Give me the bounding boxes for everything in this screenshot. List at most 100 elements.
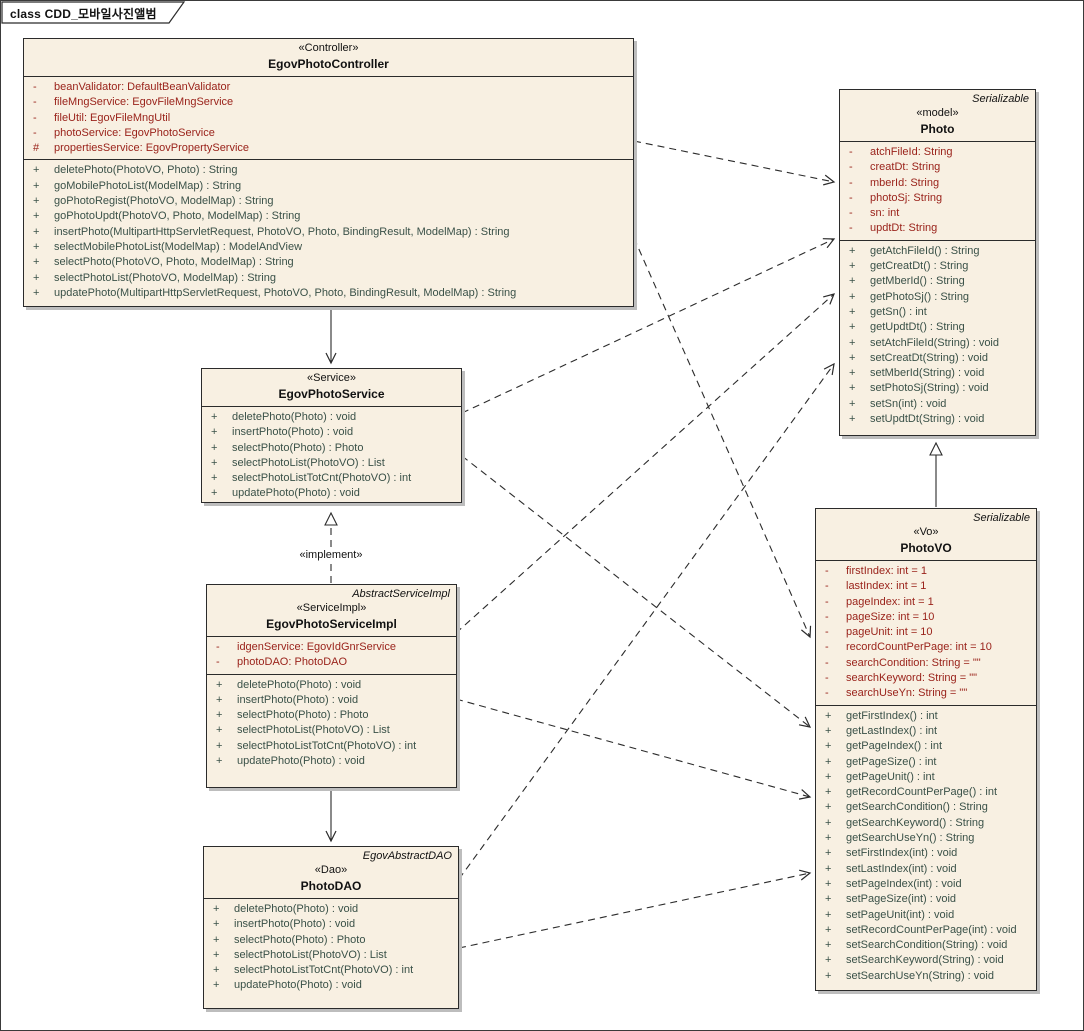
visibility-symbol: +	[825, 832, 832, 845]
class-attributes-compartment: -beanValidator: DefaultBeanValidator-fil…	[24, 77, 633, 161]
member-text: goMobilePhotoList(ModelMap) : String	[54, 179, 242, 192]
class-stereotype: «model»	[916, 107, 959, 119]
method-row: +getSearchUseYn() : String	[816, 831, 1036, 846]
class-box-EgovPhotoServiceImpl[interactable]: AbstractServiceImpl«ServiceImpl»EgovPhot…	[206, 584, 457, 788]
visibility-symbol: -	[849, 222, 853, 235]
visibility-symbol: +	[849, 413, 856, 426]
visibility-symbol: +	[211, 472, 218, 485]
method-row: +getSearchCondition() : String	[816, 800, 1036, 815]
visibility-symbol: +	[849, 290, 856, 303]
method-row: +updatePhoto(Photo) : void	[207, 754, 456, 769]
method-row: +deletePhoto(Photo) : void	[202, 410, 461, 425]
member-text: goPhotoUpdt(PhotoVO, Photo, ModelMap) : …	[54, 210, 301, 223]
class-box-EgovPhotoService[interactable]: «Service»EgovPhotoService+deletePhoto(Ph…	[201, 368, 462, 503]
method-row: +insertPhoto(Photo) : void	[207, 693, 456, 708]
member-text: firstIndex: int = 1	[846, 565, 928, 577]
class-name: EgovPhotoServiceImpl	[266, 617, 397, 631]
member-text: goPhotoRegist(PhotoVO, ModelMap) : Strin…	[54, 195, 274, 208]
visibility-symbol: +	[213, 979, 220, 992]
member-text: setAtchFileId(String) : void	[870, 336, 999, 349]
class-header: «Controller» EgovPhotoController	[24, 39, 633, 77]
member-text: selectPhotoListTotCnt(PhotoVO) : int	[234, 964, 414, 977]
visibility-symbol: +	[213, 948, 220, 961]
attribute-row: -searchUseYn: String = ""	[816, 686, 1036, 701]
visibility-symbol: +	[849, 382, 856, 395]
member-text: setRecordCountPerPage(int) : void	[846, 923, 1017, 936]
visibility-symbol: +	[849, 336, 856, 349]
method-row: +getSearchKeyword() : String	[816, 816, 1036, 831]
method-row: +getCreatDt() : String	[840, 259, 1035, 274]
method-row: +deletePhoto(PhotoVO, Photo) : String	[24, 163, 633, 178]
method-row: +updatePhoto(Photo) : void	[204, 978, 458, 993]
class-methods-compartment: +deletePhoto(Photo) : void+insertPhoto(P…	[204, 899, 458, 1008]
visibility-symbol: +	[825, 724, 832, 737]
visibility-symbol: +	[33, 210, 40, 223]
class-methods-compartment: +getAtchFileId() : String+getCreatDt() :…	[840, 241, 1035, 435]
method-row: +getPageUnit() : int	[816, 770, 1036, 785]
method-row: +selectPhotoListTotCnt(PhotoVO) : int	[204, 963, 458, 978]
class-name: EgovPhotoController	[268, 57, 389, 71]
attribute-row: -pageSize: int = 10	[816, 610, 1036, 625]
attribute-row: -pageUnit: int = 10	[816, 625, 1036, 640]
member-text: setPageUnit(int) : void	[846, 908, 955, 921]
visibility-symbol: +	[213, 903, 220, 915]
member-text: getPageUnit() : int	[846, 770, 935, 783]
member-text: getMberId() : String	[870, 275, 965, 288]
visibility-symbol: -	[216, 656, 220, 669]
attribute-row: -mberId: String	[840, 176, 1035, 191]
attribute-row: -creatDt: String	[840, 160, 1035, 175]
member-text: setPageIndex(int) : void	[846, 877, 962, 890]
method-row: +selectPhoto(PhotoVO, Photo, ModelMap) :…	[24, 255, 633, 270]
member-text: lastIndex: int = 1	[846, 580, 927, 593]
class-box-EgovPhotoController[interactable]: «Controller» EgovPhotoController -beanVali…	[23, 38, 634, 307]
visibility-symbol: +	[211, 411, 218, 423]
visibility-symbol: +	[33, 256, 40, 269]
visibility-symbol: -	[849, 176, 853, 189]
attribute-row: -photoSj: String	[840, 191, 1035, 206]
attribute-row: -atchFileId: String	[840, 145, 1035, 160]
method-row: +insertPhoto(Photo) : void	[204, 917, 458, 932]
visibility-symbol: +	[33, 195, 40, 208]
member-text: getSn() : int	[870, 305, 927, 318]
member-text: pageSize: int = 10	[846, 610, 935, 623]
member-text: selectMobilePhotoList(ModelMap) : ModelA…	[54, 240, 303, 253]
dependency-serviceimpl-photo	[455, 293, 835, 634]
member-text: setSn(int) : void	[870, 397, 947, 410]
member-text: getPhotoSj() : String	[870, 290, 970, 303]
visibility-symbol: +	[211, 487, 218, 500]
member-text: updatePhoto(MultipartHttpServletRequest,…	[54, 286, 517, 299]
class-header: AbstractServiceImpl«ServiceImpl»EgovPhot…	[207, 585, 456, 637]
member-text: creatDt: String	[870, 161, 941, 174]
member-text: photoSj: String	[870, 191, 943, 204]
class-header: Serializable«Vo»PhotoVO	[816, 509, 1036, 561]
dependency-service-photovo	[461, 455, 812, 728]
class-box-PhotoVO[interactable]: Serializable«Vo»PhotoVO - firstIndex: int …	[815, 508, 1037, 991]
method-row: +setPageIndex(int) : void	[816, 877, 1036, 892]
method-row: +setSearchCondition(String) : void	[816, 938, 1036, 953]
member-text: fileMngService: EgovFileMngService	[54, 96, 234, 109]
visibility-symbol: -	[825, 656, 829, 669]
method-row: +selectMobilePhotoList(ModelMap) : Model…	[24, 240, 633, 255]
method-row: +setSearchKeyword(String) : void	[816, 953, 1036, 968]
visibility-symbol: +	[825, 786, 832, 799]
class-name: Photo	[920, 122, 955, 136]
attribute-row: -photoDAO: PhotoDAO	[207, 655, 456, 670]
member-text: getUpdtDt() : String	[870, 321, 965, 334]
class-box-PhotoDAO[interactable]: EgovAbstractDAO«Dao»PhotoDAO+deletePhoto…	[203, 846, 459, 1009]
attribute-row: -sn: int	[840, 206, 1035, 221]
class-stereotype: «Controller»	[298, 42, 359, 54]
member-text: setLastIndex(int) : void	[846, 862, 957, 875]
member-text: fileUtil: EgovFileMngUtil	[54, 111, 171, 124]
method-row: +getAtchFileId() : String	[840, 244, 1035, 259]
member-text: updatePhoto(Photo) : void	[237, 755, 365, 768]
visibility-symbol: -	[849, 146, 853, 158]
method-row: + setLastIndex(int) : void	[816, 862, 1036, 877]
visibility-symbol: +	[211, 426, 218, 439]
template-parameter-label: AbstractServiceImpl	[352, 588, 450, 600]
method-row: +selectPhoto(Photo) : Photo	[207, 708, 456, 723]
member-text: updtDt: String	[870, 222, 938, 235]
class-box-Photo[interactable]: Serializable«model»Photo-atchFileId: Str…	[839, 89, 1036, 436]
method-row: +deletePhoto(Photo) : void	[207, 678, 456, 693]
visibility-symbol: +	[825, 862, 832, 875]
